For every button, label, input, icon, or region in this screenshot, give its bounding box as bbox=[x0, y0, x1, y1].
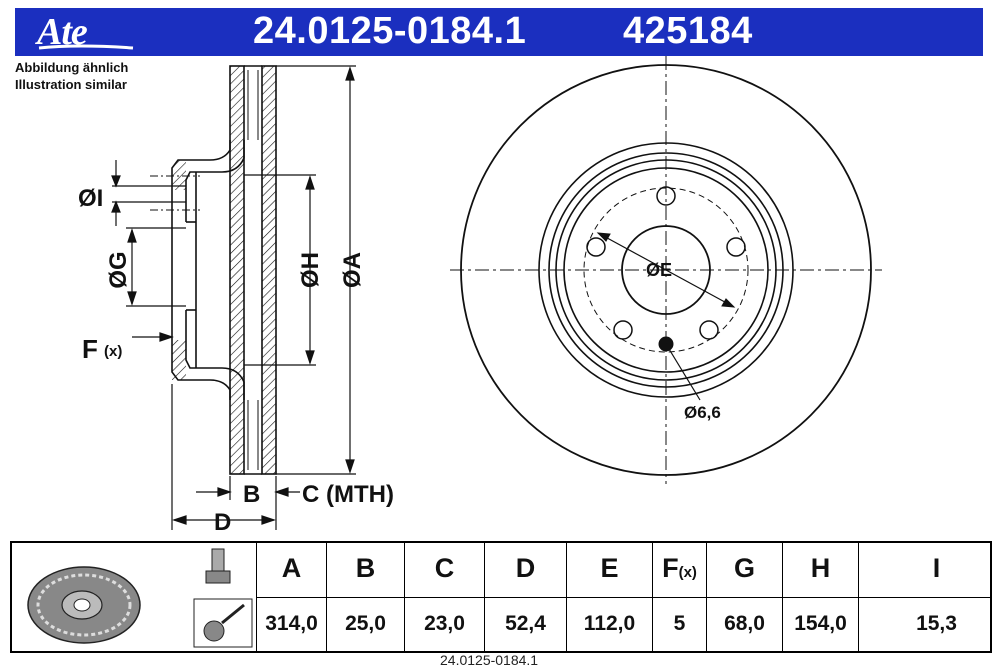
label-dia-h: ØH bbox=[297, 252, 324, 288]
label-f-sub: (x) bbox=[104, 343, 122, 360]
header-bar: Ate 24.0125-0184.1 425184 bbox=[15, 8, 983, 56]
label-dia-a: ØA bbox=[339, 252, 366, 288]
label-dia-e: ØE bbox=[646, 260, 672, 280]
table-column-c: C 23,0 bbox=[404, 543, 484, 651]
table-header-text: C bbox=[434, 553, 455, 583]
table-header: E bbox=[567, 553, 652, 584]
part-number: 24.0125-0184.1 bbox=[253, 10, 527, 52]
table-column-h: H 154,0 bbox=[782, 543, 858, 651]
label-b: B bbox=[243, 481, 260, 508]
table-value: 154,0 bbox=[794, 612, 847, 635]
table-header-text: H bbox=[810, 553, 831, 583]
front-view bbox=[450, 56, 882, 484]
technical-drawing: ØI ØG ØH ØA F (x) B C (MTH) D bbox=[78, 56, 882, 536]
section-view bbox=[150, 65, 277, 475]
logo-swoosh-icon bbox=[38, 44, 134, 50]
label-f: F bbox=[82, 334, 98, 364]
note-german: Abbildung ähnlich bbox=[15, 60, 129, 75]
table-header: A bbox=[257, 553, 326, 584]
disc-thumbnail bbox=[12, 543, 192, 651]
table-value: 5 bbox=[673, 612, 686, 635]
part-number-short: 425184 bbox=[623, 10, 753, 52]
outer-plate-left bbox=[229, 65, 245, 475]
table-column-d: D 52,4 bbox=[484, 543, 566, 651]
table-value: 23,0 bbox=[424, 612, 465, 635]
table-column-f: F(x) 5 bbox=[652, 543, 706, 651]
table-header-text: I bbox=[932, 553, 941, 583]
table-column-b: B 25,0 bbox=[326, 543, 404, 651]
table-value: 52,4 bbox=[505, 612, 546, 635]
table-header: F(x) bbox=[653, 553, 706, 584]
table-header-text: B bbox=[355, 553, 376, 583]
label-d: D bbox=[214, 509, 231, 536]
note-english: Illustration similar bbox=[15, 77, 127, 92]
table-header: D bbox=[485, 553, 566, 584]
table-value: 15,3 bbox=[916, 612, 957, 635]
table-header: C bbox=[405, 553, 484, 584]
label-c-mth: C (MTH) bbox=[302, 481, 394, 508]
table-divider bbox=[256, 597, 990, 598]
table-value: 314,0 bbox=[265, 612, 318, 635]
label-hole: Ø6,6 bbox=[684, 403, 721, 422]
brake-disc-icon bbox=[27, 566, 141, 644]
table-header: H bbox=[783, 553, 858, 584]
table-column-g: G 68,0 bbox=[706, 543, 782, 651]
table-header-sub: (x) bbox=[678, 564, 697, 581]
table-value: 112,0 bbox=[583, 612, 636, 635]
table-value: 25,0 bbox=[345, 612, 386, 635]
table-column-e: E 112,0 bbox=[566, 543, 652, 651]
bolt-holes bbox=[586, 186, 746, 340]
outer-plate-right bbox=[261, 65, 277, 475]
dimensions bbox=[111, 65, 356, 530]
table-column-a: A 314,0 bbox=[256, 543, 326, 651]
table-header-text: A bbox=[281, 553, 302, 583]
table-header: I bbox=[859, 553, 1000, 584]
table-header: B bbox=[327, 553, 404, 584]
table-column-i: I 15,3 bbox=[858, 543, 1000, 651]
dimension-table: A 314,0 B 25,0 C 23,0 D 52,4 E 112,0 F(x) 5 G 68,0 H 15… bbox=[10, 541, 992, 653]
table-header-text: G bbox=[733, 553, 755, 583]
table-header: G bbox=[707, 553, 782, 584]
table-header-text: E bbox=[600, 553, 619, 583]
table-header-text: D bbox=[515, 553, 536, 583]
footer-part-number: 24.0125-0184.1 bbox=[440, 652, 539, 666]
bolt-thumbnail bbox=[192, 543, 256, 651]
ate-logo: Ate bbox=[37, 11, 147, 53]
label-dia-g: ØG bbox=[105, 251, 132, 288]
label-dia-i: ØI bbox=[78, 185, 103, 212]
table-header-text: F bbox=[662, 553, 679, 583]
bolt-and-tool-icon bbox=[193, 548, 253, 648]
table-value: 68,0 bbox=[724, 612, 765, 635]
